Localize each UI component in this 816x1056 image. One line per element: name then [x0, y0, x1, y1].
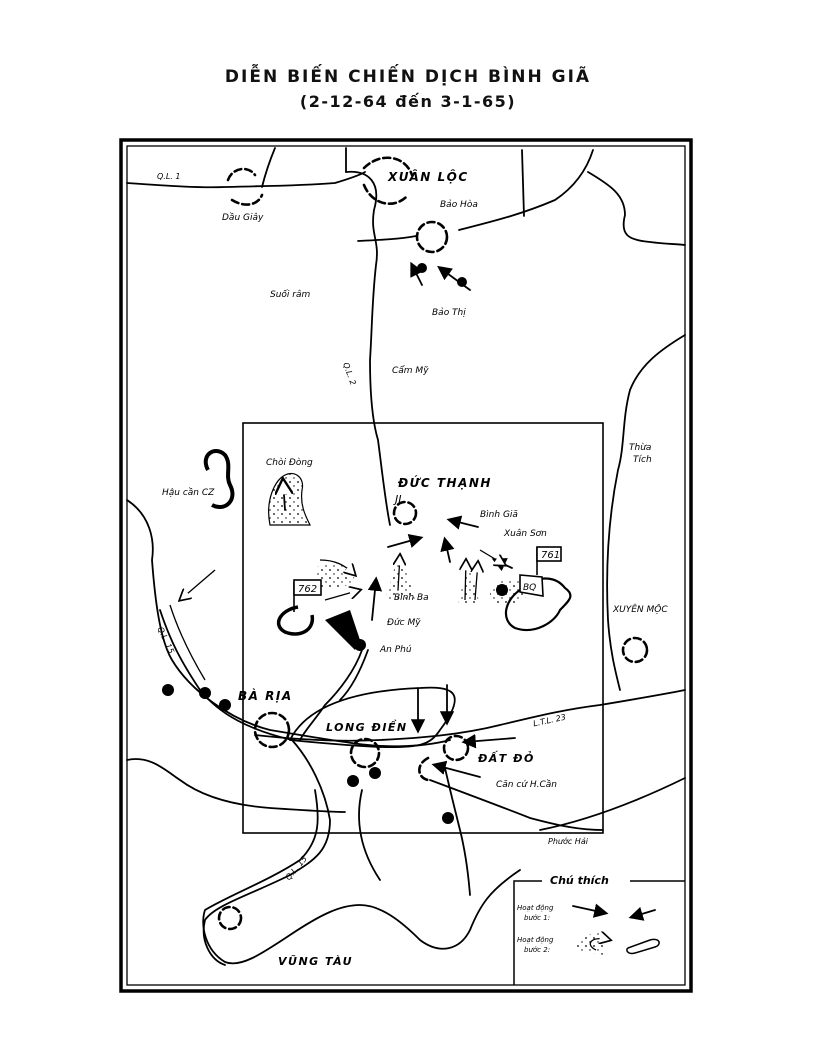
- label-ba-ria: BÀ RỊA: [238, 688, 293, 703]
- map-title: DIỄN BIẾN CHIẾN DỊCH BÌNH GIÃ: [224, 67, 592, 87]
- inner-frame: [126, 145, 686, 986]
- ring-dat-do: [442, 734, 470, 762]
- legend-step2-label-2: bước 2:: [524, 946, 550, 954]
- label-bq: BQ: [523, 583, 536, 593]
- ring-xuan-loc: [362, 156, 414, 205]
- label-cam-my: Cẩm Mỹ: [392, 365, 429, 376]
- label-long-dien: LONG ĐIỀN: [326, 719, 408, 734]
- label-suoi-ram: Suối râm: [270, 289, 311, 300]
- boundary-east-b: [521, 149, 525, 217]
- ring-dau-giay: [226, 167, 264, 206]
- label-road-ltl23: L.T.L. 23: [532, 713, 566, 729]
- coast-east: [429, 779, 604, 831]
- outer-frame: [119, 138, 693, 993]
- boundary-east-a: [458, 149, 594, 231]
- road-an-phu-b: [339, 649, 369, 701]
- legend-step2-arrow-b: [626, 938, 660, 955]
- attack-arrows-step1: [367, 261, 516, 778]
- choi-dong-stipple: [268, 472, 311, 526]
- battle-bursts: [162, 263, 508, 824]
- map-subtitle: (2-12-64 đến 3-1-65): [299, 92, 517, 111]
- inset-battle-area: [242, 422, 604, 834]
- road-ql1: [126, 171, 366, 189]
- boundary-dat-do-south: [444, 767, 471, 896]
- legend-step1-label-1: Hoạt động: [517, 904, 554, 912]
- legend-title: Chú thích: [550, 874, 609, 887]
- peninsula-vung-tau: [202, 789, 521, 965]
- label-phuoc-hai: Phước Hải: [548, 836, 589, 846]
- label-dat-do: ĐẤT ĐỎ: [477, 750, 535, 765]
- coast-south-east: [539, 777, 686, 831]
- label-choi-dong: Chòi Đòng: [266, 457, 313, 468]
- label-xuan-loc: XUÂN LỘC: [387, 169, 469, 184]
- label-an-phu: An Phú: [379, 645, 412, 655]
- attack-arrow-an-phu: [325, 610, 360, 650]
- label-binh-ba: Bình Ba: [394, 592, 429, 603]
- road-ql2: [345, 170, 391, 526]
- ring-ba-ria: [253, 711, 291, 749]
- river-east: [606, 334, 686, 691]
- road-an-phu: [299, 649, 363, 741]
- label-bao-thi: Bảo Thị: [432, 307, 466, 318]
- label-xuan-son: Xuân Sơn: [503, 529, 547, 539]
- ring-vung-tau: [217, 905, 243, 931]
- coast-west: [126, 758, 346, 813]
- attack-arrows-step2: [180, 549, 505, 600]
- stipple-xuan-son: [458, 560, 480, 605]
- label-thua-tich-1: Thừa: [629, 443, 651, 453]
- road-ltl23: [254, 689, 686, 742]
- road-ql15-south: [202, 739, 331, 966]
- label-duc-my: Đức Mỹ: [387, 617, 421, 628]
- label-bao-hoa: Bảo Hòa: [440, 199, 478, 210]
- legend: Chú thích Hoạt động bước 1: Hoạt động bư…: [513, 874, 685, 985]
- label-can-cu: Căn cứ H.Cần: [496, 779, 557, 790]
- label-761: 761: [541, 550, 560, 561]
- flag-762-box: [293, 579, 322, 596]
- label-762: 762: [298, 584, 317, 595]
- ring-bao-hoa: [415, 220, 449, 254]
- regiment-762-ring: [276, 605, 315, 636]
- ring-duc-thanh: [392, 500, 418, 526]
- road-ql15-north: [159, 609, 293, 741]
- label-xuyen-moc: XUYÊN MỘC: [612, 603, 668, 615]
- choi-dong-attack: [283, 480, 285, 511]
- inner-coast: [358, 789, 381, 881]
- ring-can-cu: [418, 756, 430, 782]
- boundary-xuanloc-south: [357, 235, 417, 242]
- legend-step1-label-2: bước 1:: [524, 914, 550, 922]
- hau-can-cz-marker: [203, 449, 235, 509]
- boundary-east-c: [587, 171, 686, 246]
- legend-step2-arrow-a: [589, 939, 610, 951]
- label-jl: JL: [393, 493, 404, 506]
- road-ql15-north-b: [169, 604, 206, 681]
- label-duc-thanh: ĐỨC THẠNH: [397, 475, 492, 490]
- regiment-bq-region: [504, 577, 572, 631]
- legend-step2-label-1: Hoạt động: [517, 936, 554, 944]
- legend-step1-arrow-b: [628, 906, 656, 921]
- ring-xuyen-moc: [621, 636, 649, 664]
- label-dau-giay: Dầu Giây: [222, 212, 264, 223]
- label-thua-tich-2: Tích: [633, 455, 652, 465]
- label-road-ql1: Q.L. 1: [157, 172, 180, 181]
- flag-bq: [519, 574, 544, 597]
- boundary-north-a: [261, 147, 276, 188]
- label-road-ql2: Q.L. 2: [341, 361, 357, 386]
- ring-long-dien: [349, 737, 381, 769]
- flag-761-box: [536, 546, 562, 562]
- legend-step1-arrow-a: [572, 903, 609, 918]
- label-road-ql15-north: Q.L. 15: [156, 625, 176, 655]
- label-hau-can-cz: Hậu cần CZ: [162, 487, 215, 498]
- stipple-binh-ba: [385, 550, 415, 600]
- label-binh-gia: Bình Giã: [480, 509, 518, 520]
- label-vung-tau: VŨNG TÀU: [278, 954, 353, 968]
